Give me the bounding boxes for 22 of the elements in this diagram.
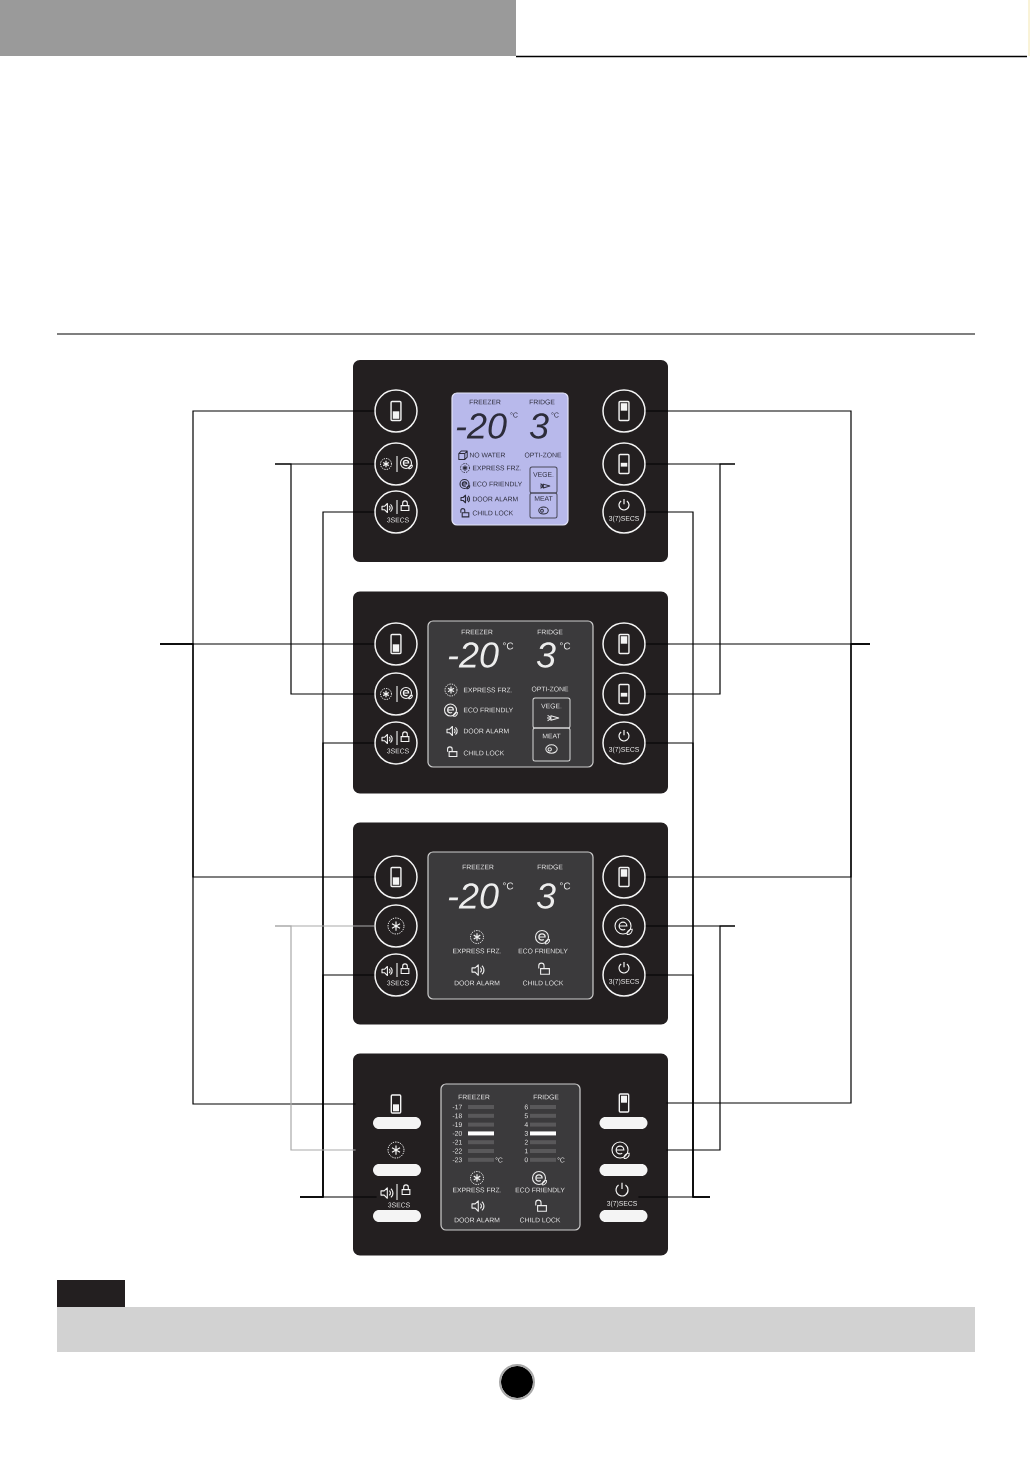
- temperature-readout: 3: [529, 413, 549, 439]
- unit-label: °C: [503, 642, 514, 650]
- temperature-readout: -20: [448, 642, 499, 668]
- leader-line: [159, 643, 357, 1105]
- snowflake-icon: [387, 1141, 405, 1159]
- freezer-icon: [390, 1094, 402, 1114]
- leader-line: [299, 1196, 378, 1198]
- unit-label: °C: [503, 882, 514, 890]
- temperature-readout: 3: [536, 883, 556, 909]
- unit-label: °C: [560, 642, 571, 650]
- fridge-icon: [618, 1093, 630, 1113]
- temperature-readout: -20: [448, 883, 499, 909]
- leader-line: [645, 463, 736, 695]
- leader-line: [665, 925, 736, 1151]
- leader-line: [274, 463, 375, 695]
- unit-label: °C: [560, 882, 571, 890]
- note-band: [57, 1307, 975, 1352]
- temperature-readout: -20: [456, 413, 507, 439]
- leader-line: [637, 1196, 711, 1198]
- temperature-readout: 3: [536, 642, 556, 668]
- e-leaf-icon: [611, 1141, 630, 1159]
- leader-line: [665, 643, 871, 1104]
